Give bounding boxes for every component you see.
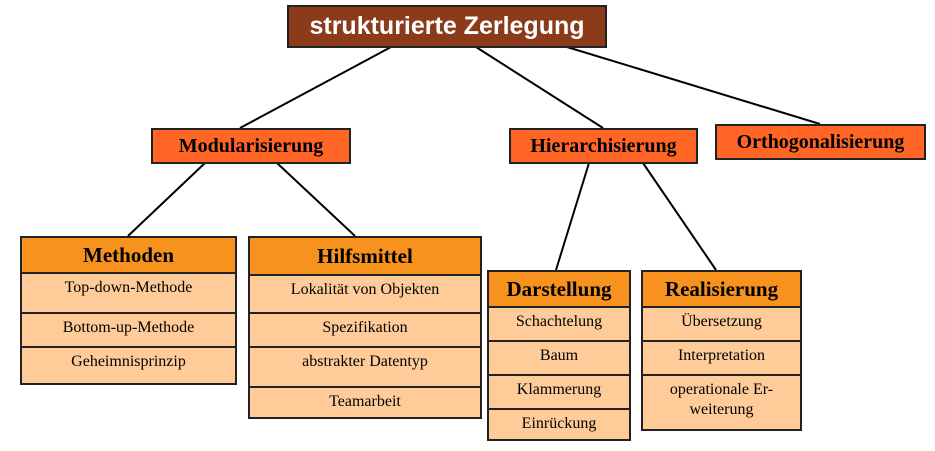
table-row: Einrückung [521, 415, 597, 432]
edge-hierarchisierung-darstellung [555, 162, 590, 271]
node-orthogonalisierung: Orthogonalisierung [715, 124, 926, 160]
table-row: Klammerung [489, 376, 629, 410]
table-row: Bottom-up-Methode [22, 314, 235, 348]
root-node: strukturierte Zerlegung [287, 5, 607, 48]
edge-root-modularisierung [239, 46, 392, 129]
table-methoden: Methoden Top-down-Methode Bottom-up-Meth… [20, 236, 237, 385]
table-row: operationale Er-weiterung [669, 381, 774, 418]
table-row: Interpretation [643, 342, 800, 376]
edge-modularisierung-hilfsmittel [276, 162, 356, 237]
table-realisierung: Realisierung Übersetzung Interpretation … [641, 270, 802, 431]
table-row: Übersetzung [643, 308, 800, 342]
table-row: Baum [489, 342, 629, 376]
table-row: Lokalität von Objekten [250, 276, 480, 314]
node-hierarchisierung: Hierarchisierung [509, 128, 698, 164]
node-modularisierung: Modularisierung [151, 128, 351, 164]
table-header: Darstellung [489, 272, 629, 308]
table-row: Teamarbeit [329, 393, 401, 410]
table-header: Methoden [22, 238, 235, 274]
table-row: Geheimnisprinzip [71, 353, 186, 370]
table-row: Schachtelung [489, 308, 629, 342]
table-row: abstrakter Datentyp [250, 348, 480, 388]
table-hilfsmittel: Hilfsmittel Lokalität von Objekten Spezi… [248, 236, 482, 419]
edge-root-orthogonalisierung [566, 46, 821, 125]
table-header: Hilfsmittel [250, 238, 480, 276]
table-darstellung: Darstellung Schachtelung Baum Klammerung… [487, 270, 631, 441]
edge-modularisierung-methoden [127, 162, 206, 237]
edge-hierarchisierung-realisierung [642, 162, 717, 271]
edge-root-hierarchisierung [475, 46, 604, 129]
table-header: Realisierung [643, 272, 800, 308]
table-row: Spezifikation [250, 314, 480, 348]
table-row: Top-down-Methode [22, 274, 235, 314]
